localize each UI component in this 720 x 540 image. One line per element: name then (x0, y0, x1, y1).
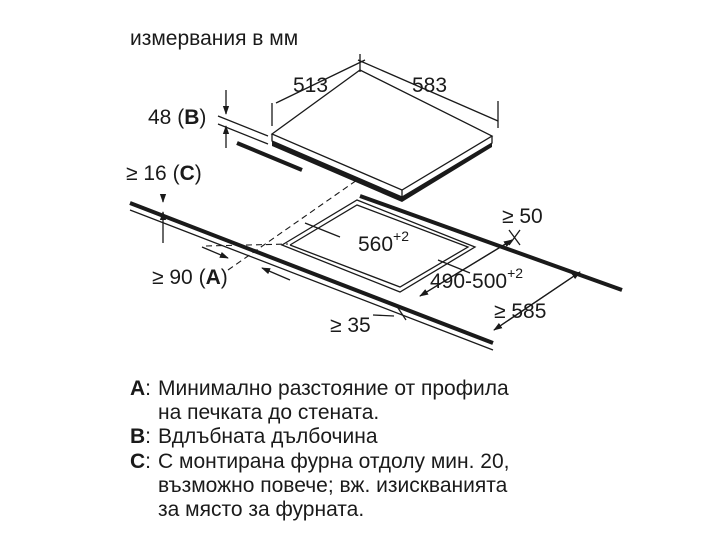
oven-gap-label: ≥ 16 (C) (126, 162, 202, 185)
cutout-depth-label: 490-500+2 (430, 265, 523, 293)
wall-distance-dimension (201, 246, 291, 281)
marker-b: B (184, 106, 199, 129)
cutout-width-label: 560+2 (358, 228, 409, 256)
legend-key-c: C: (130, 449, 152, 473)
legend-item-a: A: Минимално разстояние от профила на пе… (130, 377, 600, 425)
hob-width-label: 583 (412, 74, 447, 97)
legend: A: Минимално разстояние от профила на пе… (130, 377, 600, 522)
legend-text: възможно повече; вж. изискванията (158, 473, 508, 497)
legend-text: С монтирана фурна отдолу мин. 20, (158, 449, 510, 473)
cutout (280, 199, 477, 293)
legend-key-a: A: (130, 377, 152, 400)
legend-text: на печката до стената. (158, 401, 380, 425)
rear-margin-label: ≥ 50 (502, 205, 543, 228)
thickness-dimension (217, 90, 269, 148)
front-margin-dimension (372, 304, 407, 321)
legend-text: за място за фурната. (158, 498, 365, 522)
hob-dimension-lines (271, 54, 499, 128)
projection-lines (205, 179, 358, 271)
legend-text: Минимално разстояние от профила (158, 377, 509, 400)
front-margin-label: ≥ 35 (330, 314, 371, 337)
rear-margin-dimension (508, 229, 521, 246)
worktop-depth-dimension (493, 271, 581, 331)
legend-text: Вдлъбната дълбочина (158, 425, 378, 449)
thickness-label: 48 (B) (148, 106, 206, 129)
cutout-depth-dimension (419, 239, 513, 297)
hob-depth-label: 513 (293, 74, 328, 97)
marker-c: C (180, 162, 195, 185)
hob (270, 69, 494, 202)
marker-a: A (206, 266, 221, 289)
legend-key-b: B: (130, 425, 152, 449)
units-caption: измервания в мм (130, 27, 298, 50)
legend-item-c: C: С монтирана фурна отдолу мин. 20, въз… (130, 450, 600, 523)
worktop-depth-label: ≥ 585 (494, 300, 546, 323)
legend-item-b: B: Вдлъбната дълбочина (130, 425, 600, 449)
cutout-width-dimension (304, 222, 471, 274)
wall-distance-label: ≥ 90 (A) (152, 266, 228, 289)
